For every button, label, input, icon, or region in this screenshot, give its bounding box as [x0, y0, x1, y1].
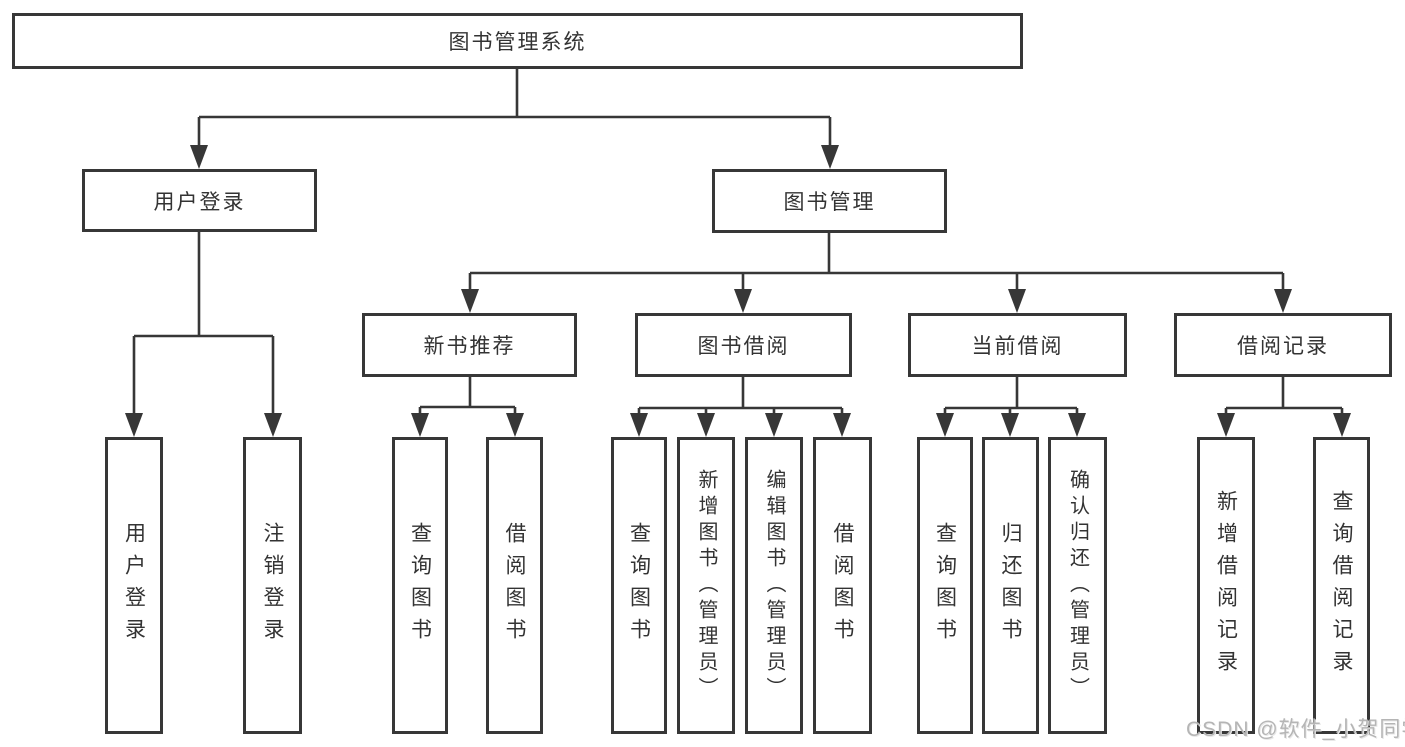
leaf-user-login-label: 用户登录: [122, 521, 146, 650]
leaf-query-books-current-label: 查询图书: [933, 521, 957, 650]
leaf-borrow-books-recommend: 借阅图书: [486, 437, 543, 734]
connector-current-borrowing: [936, 377, 1086, 437]
node-library-management-system: 图书管理系统: [12, 13, 1023, 69]
leaf-query-books-borrowing-label: 查询图书: [627, 521, 651, 650]
node-borrowing-records: 借阅记录: [1174, 313, 1392, 377]
leaf-user-login: 用户登录: [105, 437, 163, 734]
connector-new-book-recommendation: [411, 377, 524, 437]
node-new-book-recommendation: 新书推荐: [362, 313, 577, 377]
leaf-edit-book-admin: 编辑图书（管理员）: [745, 437, 803, 734]
leaf-query-books-borrowing: 查询图书: [611, 437, 667, 734]
leaf-add-borrow-record-label: 新增借阅记录: [1214, 489, 1238, 682]
leaf-logout-label: 注销登录: [261, 521, 284, 650]
leaf-logout: 注销登录: [243, 437, 302, 734]
leaf-return-books: 归还图书: [982, 437, 1039, 734]
leaf-query-books-recommend: 查询图书: [392, 437, 448, 734]
leaf-borrow-books-borrowing: 借阅图书: [813, 437, 872, 734]
leaf-query-borrow-record: 查询借阅记录: [1313, 437, 1370, 734]
csdn-watermark: CSDN @软件_小贺同学: [1186, 718, 1405, 741]
leaf-confirm-return-admin-label: 确认归还（管理员）: [1066, 468, 1089, 703]
node-book-borrowing: 图书借阅: [635, 313, 852, 377]
leaf-add-book-admin-label: 新增图书（管理员）: [695, 468, 717, 703]
leaf-query-books-current: 查询图书: [917, 437, 973, 734]
leaf-borrow-books-recommend-label: 借阅图书: [503, 521, 526, 650]
leaf-query-books-recommend-label: 查询图书: [408, 521, 432, 650]
leaf-confirm-return-admin: 确认归还（管理员）: [1048, 437, 1107, 734]
leaf-add-borrow-record: 新增借阅记录: [1197, 437, 1255, 734]
leaf-edit-book-admin-label: 编辑图书（管理员）: [763, 468, 785, 703]
connector-root: [190, 68, 839, 169]
leaf-return-books-label: 归还图书: [999, 521, 1022, 650]
connector-book-management: [461, 233, 1292, 313]
leaf-borrow-books-borrowing-label: 借阅图书: [831, 521, 854, 650]
connector-user-login: [125, 232, 282, 437]
connector-borrowing-records: [1217, 377, 1351, 437]
node-user-login: 用户登录: [82, 169, 317, 232]
node-book-management: 图书管理: [712, 169, 947, 233]
node-current-borrowing: 当前借阅: [908, 313, 1127, 377]
connector-book-borrowing: [630, 377, 851, 437]
leaf-query-borrow-record-label: 查询借阅记录: [1330, 489, 1353, 682]
leaf-add-book-admin: 新增图书（管理员）: [677, 437, 735, 734]
